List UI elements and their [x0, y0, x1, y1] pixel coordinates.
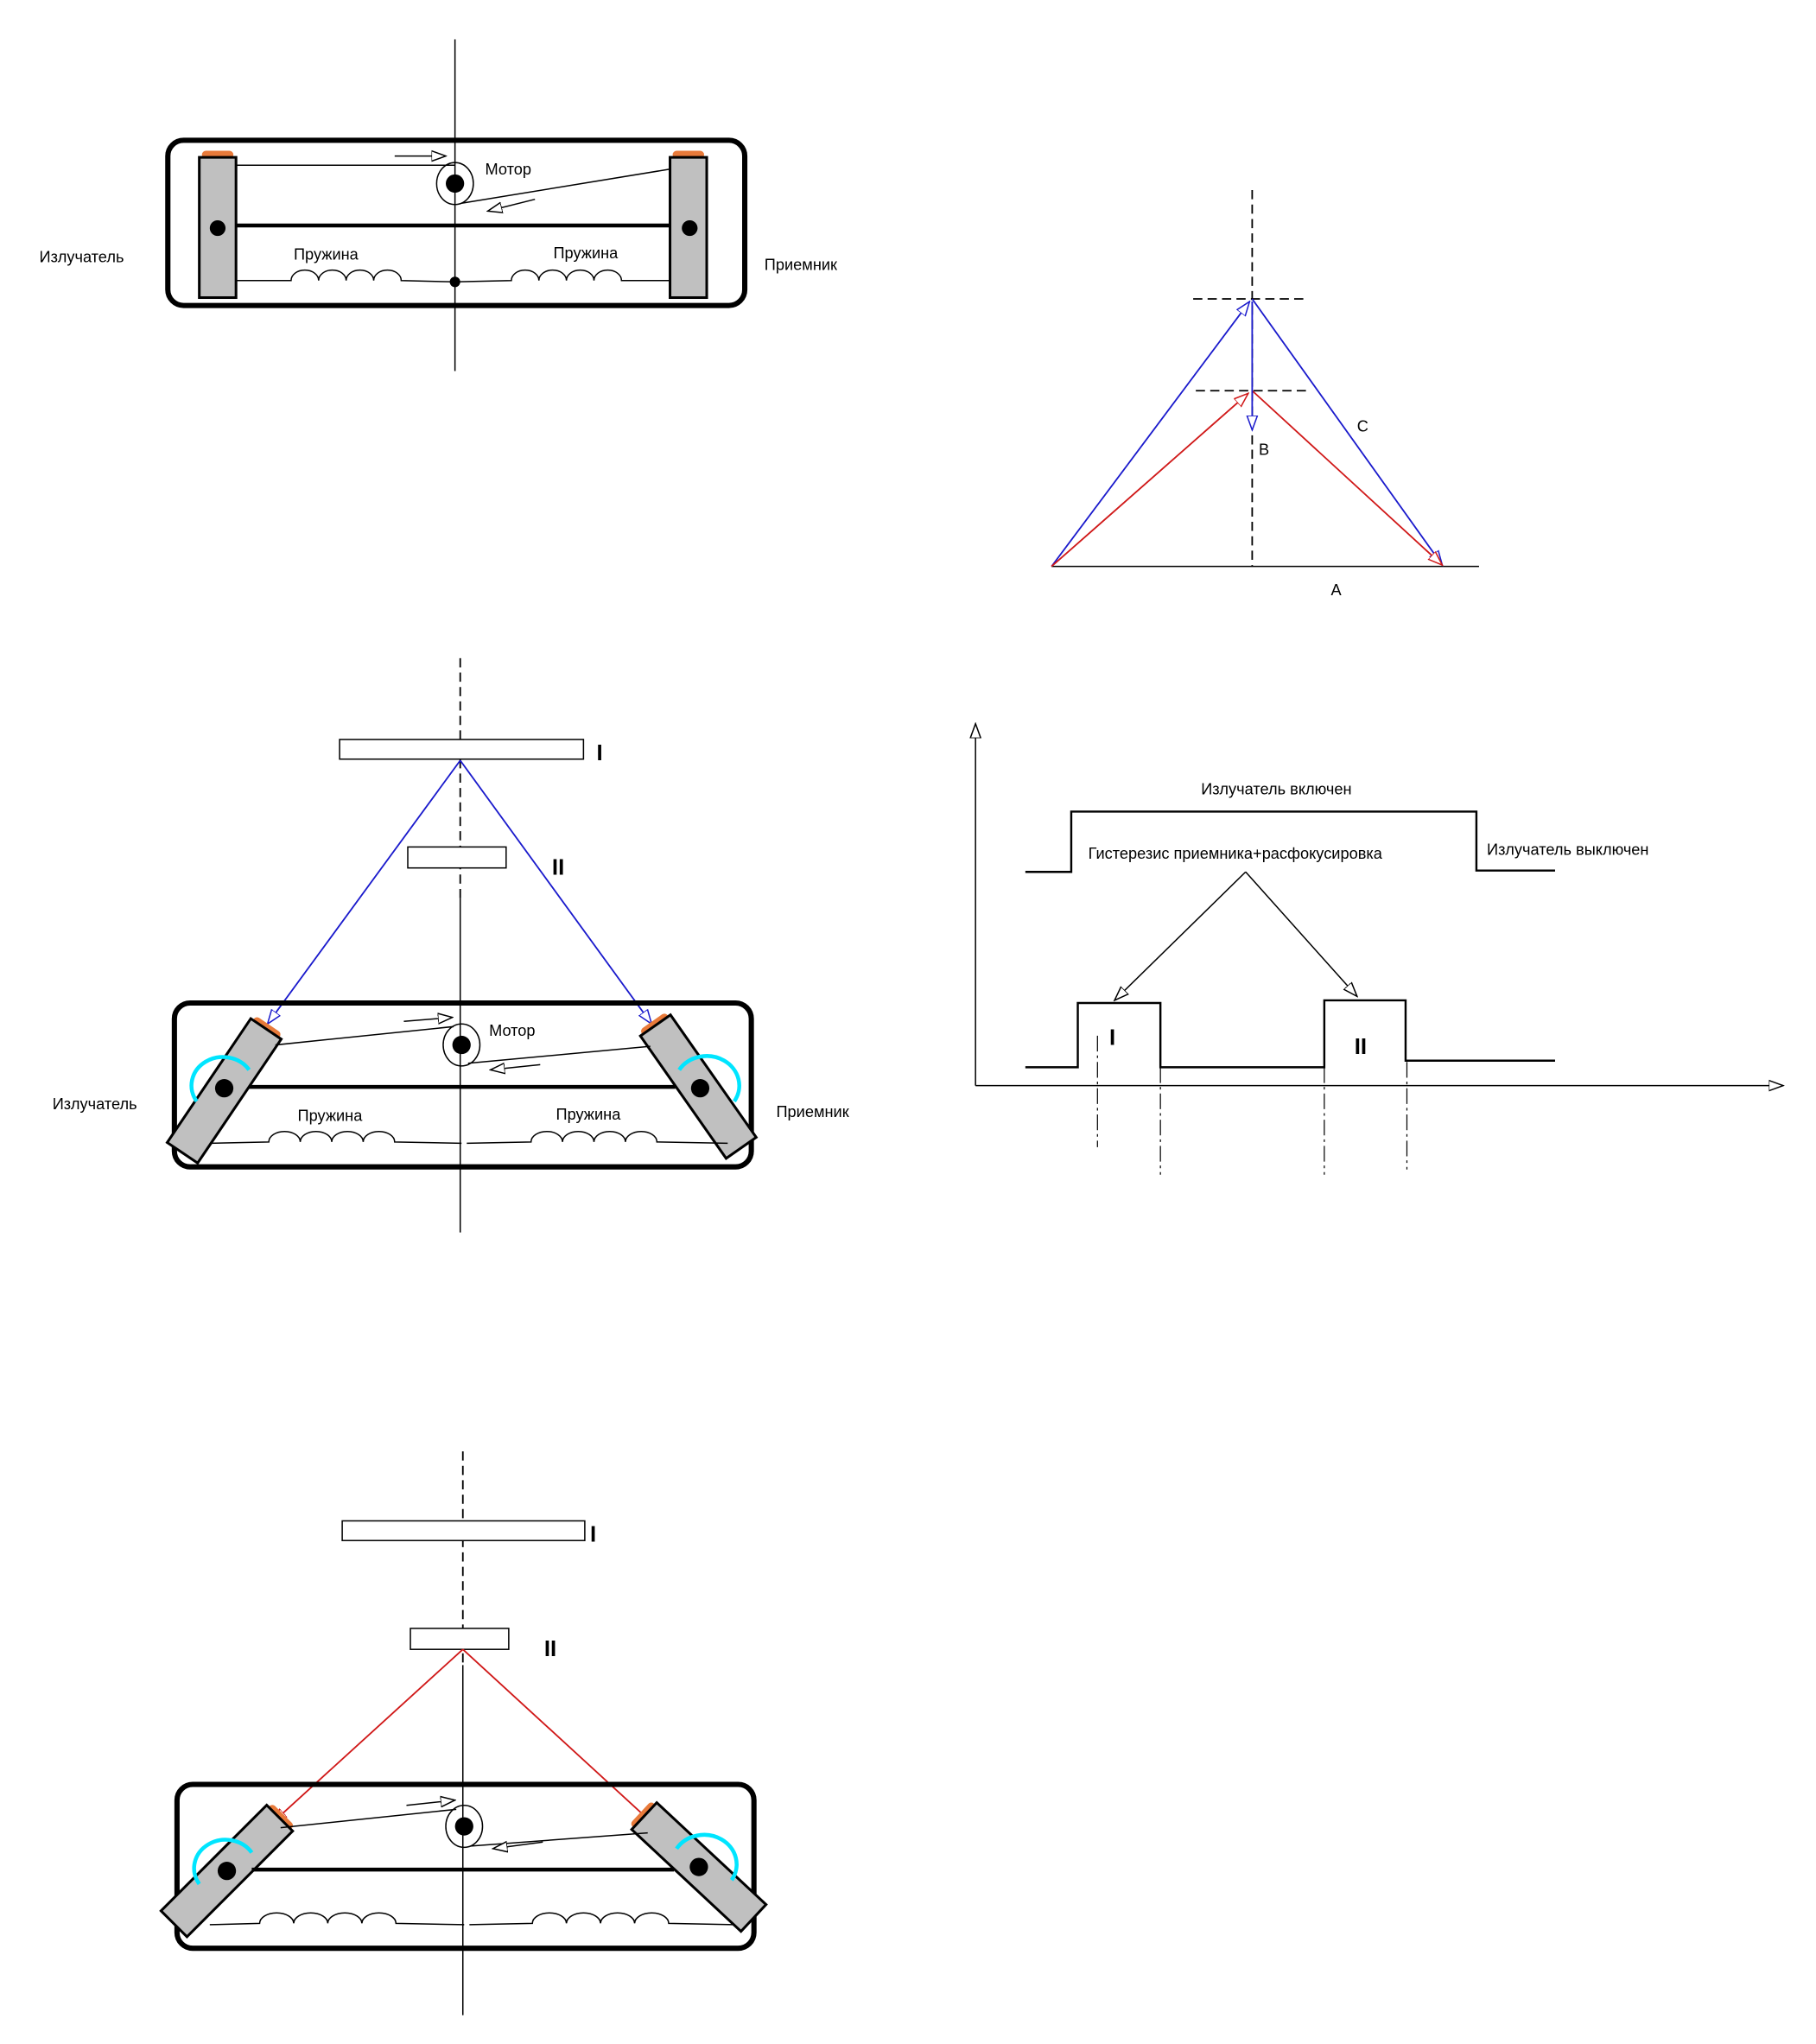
direction-arrow-icon — [488, 198, 536, 212]
motor-label: Мотор — [489, 1022, 535, 1039]
direction-arrow-icon — [406, 1800, 454, 1806]
rotation-arrow-icon — [192, 1838, 254, 1886]
receiver-label: Приемник — [776, 1103, 849, 1120]
emitter-off-label: Излучатель выключен — [1487, 841, 1648, 859]
spring-icon — [454, 269, 670, 283]
rotation-arrow-icon — [675, 1832, 739, 1882]
housing — [174, 1781, 757, 1952]
direction-arrow-icon — [491, 1064, 541, 1070]
rotation-arrow-icon — [677, 1054, 741, 1103]
spring-icon — [236, 269, 455, 283]
mechanism-diagram-near-target: I II — [159, 1451, 768, 2015]
emitter-label: Излучатель — [53, 1095, 137, 1113]
spring-label: Пружина — [553, 244, 619, 262]
target-ii-label: II — [544, 1637, 556, 1661]
pointer-arrow-icon — [1245, 871, 1357, 996]
spring-label: Пружина — [556, 1106, 622, 1123]
spring-icon — [469, 1912, 734, 1926]
timing-diagram: Излучатель включен Излучатель выключен Г… — [975, 724, 1783, 1175]
hysteresis-label: Гистерезис приемника+расфокусировка — [1089, 845, 1383, 862]
pointer-arrow-icon — [1114, 871, 1247, 1000]
emitter-label: Излучатель — [40, 249, 124, 266]
spring-label: Пружина — [298, 1108, 364, 1125]
emitted-ray — [273, 1648, 464, 1822]
pulse-ii-label: II — [1355, 1035, 1367, 1059]
reflected-ray — [462, 1648, 652, 1822]
mechanism-diagram-far-target: I II Мотор Пружина Пружина Излучатель Пр… — [53, 657, 850, 1233]
target-i — [341, 1520, 586, 1541]
label-b: B — [1259, 441, 1269, 459]
motor-icon — [445, 1805, 484, 1849]
emitter-on-label: Излучатель включен — [1201, 781, 1351, 798]
spring-label: Пружина — [294, 245, 359, 263]
spring-icon — [209, 1131, 462, 1145]
housing — [165, 137, 748, 308]
near-ray-incident — [1051, 393, 1248, 568]
target-i — [339, 739, 585, 760]
near-ray-reflected — [1251, 390, 1442, 565]
motor-icon — [435, 162, 474, 206]
target-ii — [407, 846, 507, 869]
label-c: C — [1357, 417, 1368, 435]
mechanism-diagram-neutral: Мотор Пружина Пружина Излучатель Приемни… — [40, 39, 838, 371]
reflected-ray — [459, 759, 652, 1024]
direction-arrow-icon — [403, 1018, 452, 1022]
spring-icon — [467, 1131, 728, 1145]
far-ray-reflected — [1251, 298, 1442, 565]
emitted-ray — [268, 759, 461, 1024]
target-ii — [410, 1628, 510, 1650]
motor-icon — [442, 1023, 481, 1067]
target-i-label: I — [597, 741, 603, 765]
rotation-arrow-icon — [189, 1055, 251, 1103]
target-ii-label: II — [552, 855, 564, 879]
motor-label: Мотор — [486, 161, 531, 178]
direction-arrow-icon — [493, 1842, 543, 1849]
triangulation-geometry-diagram: C B A — [1051, 190, 1479, 599]
housing — [171, 1000, 754, 1170]
emitter-signal — [1025, 810, 1555, 873]
emitter-bar — [198, 150, 238, 300]
target-i-label: I — [590, 1523, 596, 1547]
far-ray-incident — [1051, 302, 1249, 568]
receiver-signal — [1025, 999, 1555, 1069]
receiver-bar — [669, 150, 708, 300]
label-a: A — [1330, 581, 1342, 599]
pulse-i-label: I — [1109, 1026, 1115, 1051]
spring-icon — [209, 1912, 465, 1926]
receiver-label: Приемник — [765, 257, 838, 274]
